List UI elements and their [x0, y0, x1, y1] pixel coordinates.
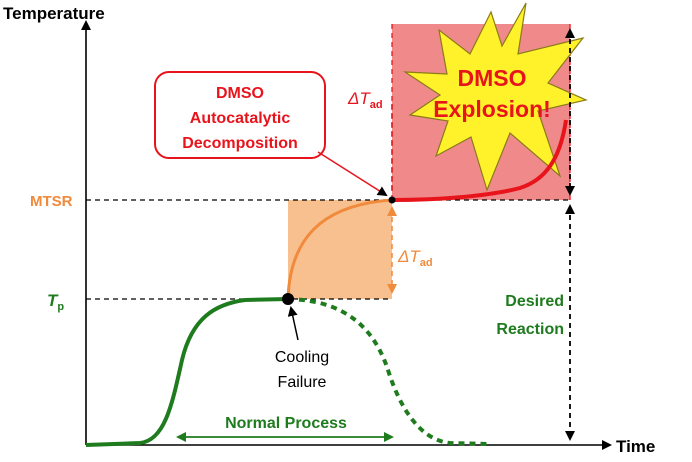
explosion-text-line2: Explosion!	[433, 96, 551, 122]
callout-text-line2: Autocatalytic	[190, 110, 291, 127]
cooling-failure-line1: Cooling	[275, 349, 329, 366]
delta-t-ad-red-sub: ad	[370, 99, 383, 111]
cooling-failure-point	[282, 293, 294, 305]
delta-t-ad-orange-sub: ad	[420, 257, 433, 269]
decomposition-curve	[391, 119, 568, 202]
callout-pointer-line	[317, 151, 388, 197]
normal-cooling-dotted-curve	[287, 297, 489, 446]
cooling-failure-line2: Failure	[278, 374, 327, 391]
tp-label: Tp	[47, 291, 64, 313]
tp-subscript: p	[57, 301, 64, 313]
explosion-text-line1: DMSO	[458, 65, 527, 91]
decomposition-callout-box	[154, 71, 326, 159]
delta-t-ad-red-label: ΔTad	[347, 89, 383, 111]
y-axis-title: Temperature	[3, 4, 105, 23]
normal-process-label: Normal Process	[225, 415, 347, 432]
delta-t-ad-orange-label: ΔTad	[397, 247, 433, 269]
cooling-failure-pointer	[287, 306, 299, 341]
callout-text-line3: Decomposition	[182, 135, 298, 152]
x-axis-title: Time	[616, 437, 655, 456]
callout-text-line1: DMSO	[216, 85, 264, 102]
mtsr-point	[388, 196, 396, 204]
desired-reaction-line1: Desired	[505, 293, 564, 310]
desired-reaction-line2: Reaction	[496, 321, 564, 338]
explosion-star-shape	[402, 2, 588, 192]
normal-process-curve	[85, 297, 289, 447]
mtsr-label: MTSR	[30, 193, 73, 210]
adiabatic-rise-curve	[286, 198, 393, 300]
adiabatic-rise-box	[288, 200, 392, 299]
